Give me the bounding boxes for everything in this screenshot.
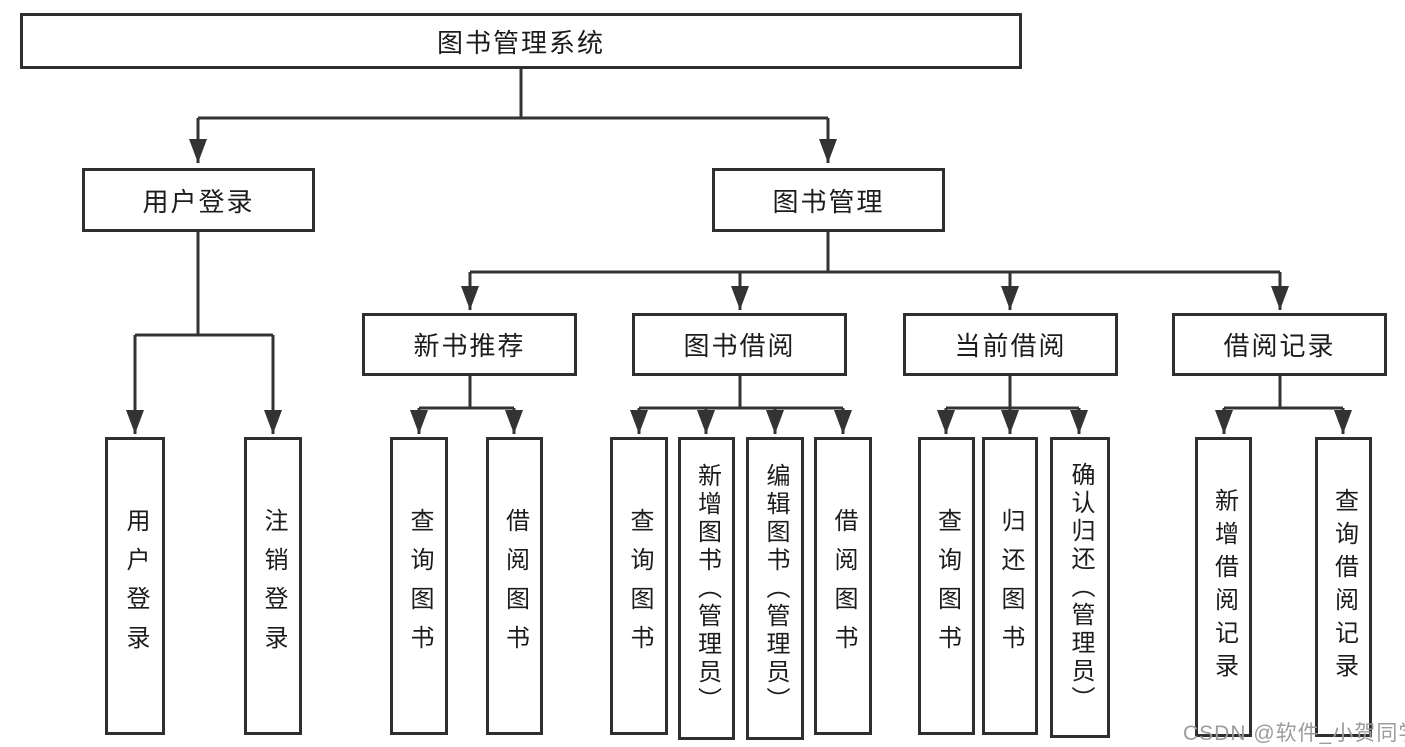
node-book-borrow: 图书借阅 xyxy=(632,313,847,376)
node-user-login: 用户登录 xyxy=(82,168,315,232)
leaf-logout: 注销登录 xyxy=(244,437,302,735)
csdn-watermark: CSDN @软件_小贺同学 xyxy=(1183,722,1405,745)
leaf-add-borrow-record: 新增借阅记录 xyxy=(1195,437,1252,737)
leaf-edit-books-admin: 编辑图书（管理员） xyxy=(746,437,804,740)
node-label: 用户登录 xyxy=(142,186,255,217)
node-label: 图书管理 xyxy=(772,186,885,217)
leaf-query-books-recommend: 查询图书 xyxy=(390,437,448,735)
node-new-book-recommend: 新书推荐 xyxy=(362,313,577,376)
leaf-add-books-admin: 新增图书（管理员） xyxy=(678,437,735,740)
node-book-management: 图书管理 xyxy=(712,168,945,232)
leaf-query-borrow-record: 查询借阅记录 xyxy=(1315,437,1372,737)
node-borrow-records: 借阅记录 xyxy=(1172,313,1387,376)
node-label: 新书推荐 xyxy=(413,331,526,361)
node-label: 当前借阅 xyxy=(954,331,1067,361)
node-label: 借阅记录 xyxy=(1223,331,1336,361)
tree-edges xyxy=(126,69,1352,434)
leaf-borrow-books-borrow: 借阅图书 xyxy=(814,437,872,735)
node-label: 图书管理系统 xyxy=(436,27,605,58)
leaf-query-books-current: 查询图书 xyxy=(918,437,975,735)
leaf-return-books: 归还图书 xyxy=(982,437,1038,735)
leaf-user-login: 用户登录 xyxy=(105,437,165,735)
node-label: 图书借阅 xyxy=(683,331,796,361)
leaf-borrow-books-recommend: 借阅图书 xyxy=(486,437,543,735)
leaf-query-books-borrow: 查询图书 xyxy=(610,437,668,735)
node-current-borrow: 当前借阅 xyxy=(903,313,1118,376)
node-library-management-system: 图书管理系统 xyxy=(20,13,1022,69)
leaf-confirm-return-admin: 确认归还（管理员） xyxy=(1050,437,1110,738)
